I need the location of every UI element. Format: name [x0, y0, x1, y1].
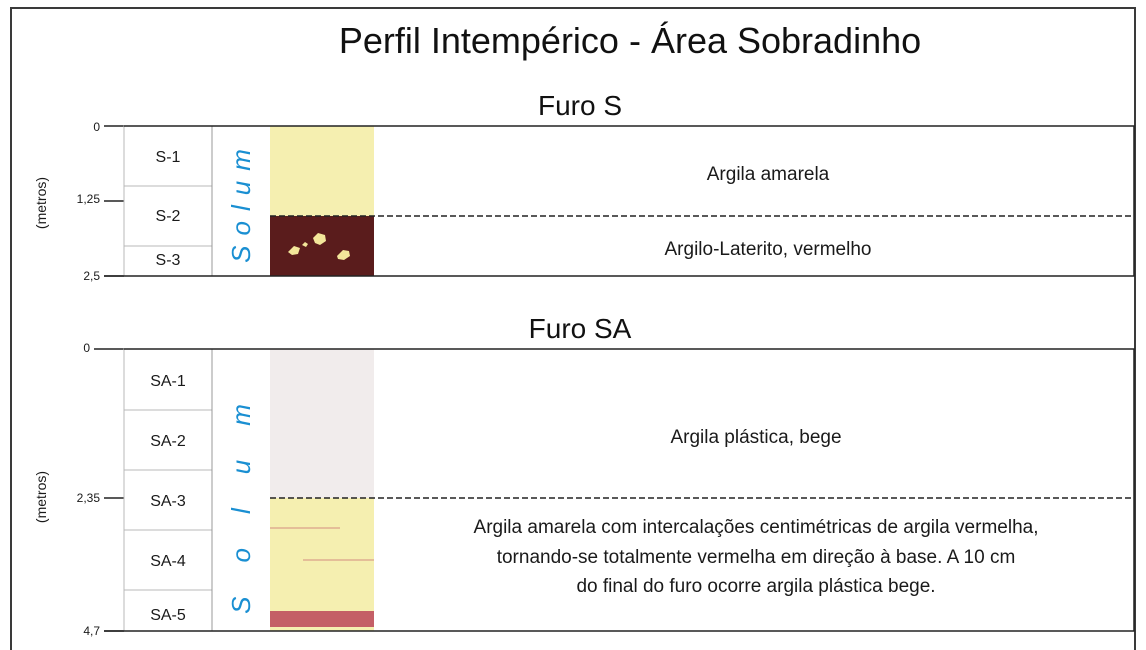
furo-s-panel: Furo S (metros) 0 1,25 2,5 S-1 S-2 S-3 S… — [33, 90, 1135, 283]
furo-sa-sample-label: SA-4 — [150, 553, 186, 570]
furo-sa-tick-1: 2,35 — [77, 491, 101, 505]
furo-s-profile-outline — [104, 125, 1135, 277]
furo-s-tick-0: 0 — [93, 120, 100, 134]
furo-sa-layer-beige-base — [270, 627, 374, 631]
furo-sa-solum-label: Solum — [226, 370, 256, 614]
furo-sa-tick-0: 0 — [83, 341, 90, 355]
furo-s-tick-2: 2,5 — [83, 269, 100, 283]
furo-s-layer-yellow-clay — [270, 126, 374, 216]
furo-sa-panel: Furo SA (metros) 0 2,35 4,7 SA-1 SA-2 SA… — [33, 313, 1135, 638]
furo-sa-layer-description-line: Argila amarela com intercalações centimé… — [474, 517, 1039, 538]
furo-sa-layer-description-line: tornando-se totalmente vermelha em direç… — [497, 547, 1016, 568]
figure-title: Perfil Intempérico - Área Sobradinho — [339, 20, 921, 61]
furo-sa-layer-red-clay — [270, 611, 374, 627]
furo-sa-sample-label: SA-1 — [150, 373, 186, 390]
furo-s-sample-label: S-1 — [156, 149, 181, 166]
furo-sa-tick-2: 4,7 — [83, 624, 100, 638]
furo-s-layer-red-laterite — [270, 216, 374, 276]
furo-sa-sample-label: SA-2 — [150, 433, 186, 450]
furo-sa-layer-description-line: do final do furo ocorre argila plástica … — [576, 576, 935, 597]
furo-sa-sample-label: SA-5 — [150, 607, 186, 624]
furo-s-solum-label: Solum — [226, 139, 256, 263]
furo-s-axis-label: (metros) — [33, 177, 49, 229]
furo-sa-axis-label: (metros) — [33, 471, 49, 523]
furo-sa-layer-yellow-clay — [270, 498, 374, 611]
furo-s-title: Furo S — [538, 90, 622, 121]
furo-s-laterite-nodules — [288, 233, 350, 260]
furo-sa-sample-column — [123, 348, 213, 632]
furo-sa-sample-label: SA-3 — [150, 493, 186, 510]
furo-sa-profile-outline — [104, 348, 1135, 632]
furo-s-tick-1: 1,25 — [77, 192, 101, 206]
furo-sa-layer-beige-clay — [270, 349, 374, 498]
furo-s-layer-description: Argilo-Laterito, vermelho — [665, 239, 872, 260]
furo-s-sample-label: S-3 — [156, 252, 181, 269]
furo-s-layer-description: Argila amarela — [707, 164, 830, 185]
furo-sa-layer-description: Argila plástica, bege — [670, 427, 841, 448]
furo-sa-title: Furo SA — [529, 313, 632, 344]
figure-frame — [10, 7, 1136, 650]
furo-s-sample-label: S-2 — [156, 208, 181, 225]
